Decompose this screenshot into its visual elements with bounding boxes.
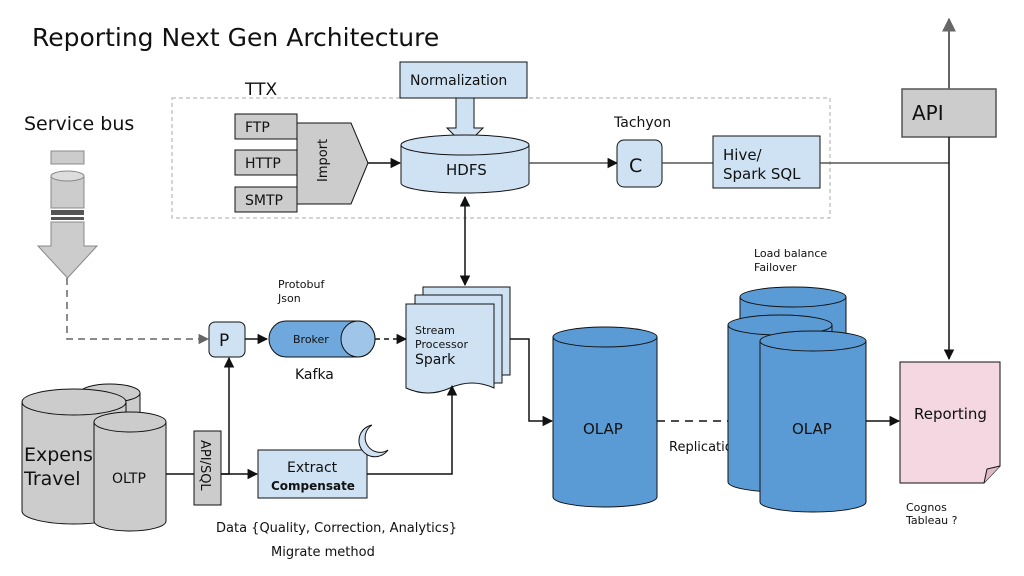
protocol-smtp: SMTP (234, 186, 298, 213)
service-bus-icon (36, 150, 99, 279)
olap-cluster-front: OLAP (759, 330, 867, 513)
svg-text:HTTP: HTTP (245, 156, 281, 172)
stream-to-olap-arrow (510, 338, 554, 427)
svg-text:OLAP: OLAP (792, 420, 832, 438)
api-box: API (901, 88, 997, 138)
replication-label: Replication (669, 440, 741, 455)
svg-text:Normalization: Normalization (410, 73, 507, 89)
svg-text:HDFS: HDFS (446, 161, 487, 179)
api-sql-box: API/SQL (193, 430, 222, 506)
stream-processor-stack: Stream Processor Spark (405, 286, 511, 394)
svg-text:Travel: Travel (23, 468, 80, 490)
protobuf-label: Protobuf (278, 278, 325, 291)
svg-text:API/SQL: API/SQL (197, 440, 212, 491)
svg-text:Import: Import (316, 139, 331, 182)
olap-cylinder: OLAP (552, 326, 658, 508)
svg-text:Extract: Extract (287, 460, 338, 476)
migrate-method-label: Migrate method (271, 545, 375, 560)
svg-text:Stream: Stream (415, 324, 455, 337)
svg-text:Processor: Processor (415, 338, 468, 351)
svg-text:SMTP: SMTP (245, 193, 283, 209)
broker-pipe: Broker (268, 320, 376, 358)
tachyon-node: C (616, 139, 663, 188)
cognos-label: Cognos (906, 501, 947, 514)
svg-text:Broker: Broker (293, 333, 329, 346)
import-chevron: Import (296, 122, 369, 205)
diagram-title: Reporting Next Gen Architecture (32, 23, 439, 52)
failover-label: Failover (754, 261, 797, 274)
normalization-box: Normalization (399, 61, 528, 99)
oltp-db: OLTP (93, 411, 167, 532)
tachyon-label: Tachyon (613, 115, 671, 131)
hive-sparksql-box: Hive/ Spark SQL (712, 135, 821, 189)
hdfs-cylinder: HDFS (400, 134, 530, 194)
svg-text:Spark SQL: Spark SQL (723, 165, 801, 183)
json-label: Json (277, 292, 301, 305)
svg-text:Spark: Spark (415, 352, 456, 368)
kafka-label: Kafka (295, 367, 334, 383)
svg-text:C: C (629, 155, 642, 177)
extract-box: Extract Compensate (257, 449, 368, 499)
svg-text:Compensate: Compensate (271, 479, 355, 493)
p-node: P (208, 321, 246, 358)
svg-text:FTP: FTP (245, 120, 270, 136)
protocol-ftp: FTP (234, 113, 298, 140)
api-sql-to-p-arrow (221, 356, 235, 475)
svg-text:Expense: Expense (24, 444, 105, 466)
svg-text:Hive/: Hive/ (723, 146, 763, 164)
svg-text:Reporting: Reporting (914, 405, 987, 423)
svg-text:API: API (912, 101, 944, 125)
svg-text:OLAP: OLAP (583, 420, 623, 438)
tableau-label: Tableau ? (905, 514, 958, 527)
load-balance-label: Load balance (754, 247, 827, 260)
moon-icon (358, 424, 389, 458)
service-bus-to-p-arrow (66, 278, 210, 345)
svg-text:P: P (219, 331, 229, 351)
svg-text:OLTP: OLTP (112, 471, 146, 487)
reporting-document: Reporting (899, 361, 1001, 484)
data-quality-label: Data {Quality, Correction, Analytics} (216, 521, 457, 536)
protocol-http: HTTP (234, 149, 298, 176)
service-bus-label: Service bus (24, 113, 134, 135)
extract-to-stream-arrow (367, 384, 458, 475)
ttx-label: TTX (244, 80, 277, 100)
